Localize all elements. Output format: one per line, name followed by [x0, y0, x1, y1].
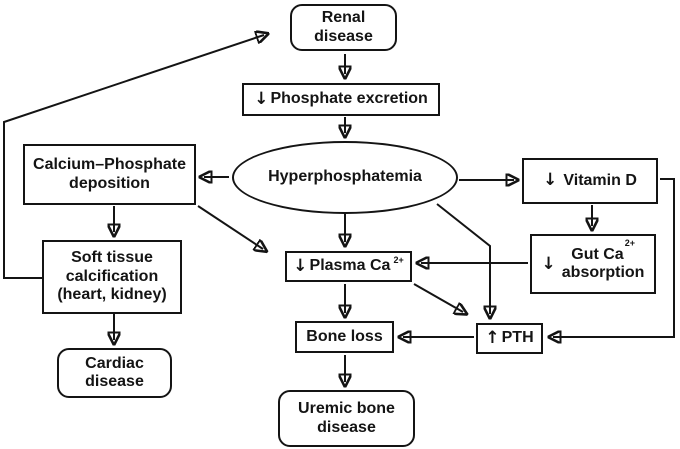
node-label: absorption: [561, 264, 645, 281]
edge-hyperphosphatemia-to-pth: [436, 203, 490, 314]
node-label: Hyperphosphatemia: [268, 168, 422, 186]
node-soft-tissue-calcification: Soft tissue calcification (heart, kidney…: [42, 240, 182, 314]
node-uremic-bone-disease: Uremic bone disease: [278, 390, 415, 447]
node-hyperphosphatemia: Hyperphosphatemia: [232, 141, 458, 214]
node-label: Calcium–Phosphate: [33, 156, 186, 174]
node-renal-disease: Renal disease: [290, 4, 397, 51]
node-label: (heart, kidney): [57, 286, 167, 304]
node-label: disease: [85, 373, 144, 390]
node-label: Soft tissue: [71, 249, 153, 267]
node-label: disease: [317, 418, 376, 436]
node-label: Bone loss: [306, 327, 383, 345]
node-label: Gut Ca2+: [571, 238, 635, 263]
edge-vitamin-d-to-pth: [553, 178, 675, 337]
node-pth: ↑PTH: [476, 323, 543, 354]
node-label: Uremic bone: [298, 400, 395, 418]
node-label: Plasma Ca: [309, 257, 391, 275]
edge-calcium-phosphate-deposition-to-plasma-ca: [197, 205, 263, 249]
node-label: Cardiac: [85, 354, 144, 372]
node-label: PTH: [501, 329, 534, 347]
node-gut-ca-absorption: ↓ Gut Ca2+ absorption: [530, 234, 656, 294]
node-label: Renal: [321, 9, 366, 27]
node-vitamin-d: ↓ Vitamin D: [522, 158, 658, 204]
node-calcium-phosphate-deposition: Calcium–Phosphate deposition: [23, 144, 196, 205]
superscript-ion: 2+: [624, 238, 635, 249]
edge-soft-tissue-calcification-to-renal-disease: [3, 35, 264, 279]
down-arrow-icon: ↓: [293, 255, 308, 276]
node-label: deposition: [69, 174, 150, 192]
edge-plasma-ca-to-pth: [413, 283, 463, 312]
down-arrow-icon: ↓: [543, 170, 558, 191]
down-arrow-icon: ↓: [541, 253, 556, 274]
node-cardiac-disease: Cardiac disease: [57, 348, 172, 398]
node-label: Phosphate excretion: [270, 90, 428, 108]
down-arrow-icon: ↓: [254, 88, 269, 109]
node-phosphate-excretion: ↓Phosphate excretion: [242, 83, 440, 116]
node-label: Vitamin D: [563, 171, 637, 189]
node-label: disease: [314, 27, 373, 45]
up-arrow-icon: ↑: [485, 327, 500, 348]
node-bone-loss: Bone loss: [295, 321, 394, 353]
node-label: calcification: [65, 267, 159, 285]
